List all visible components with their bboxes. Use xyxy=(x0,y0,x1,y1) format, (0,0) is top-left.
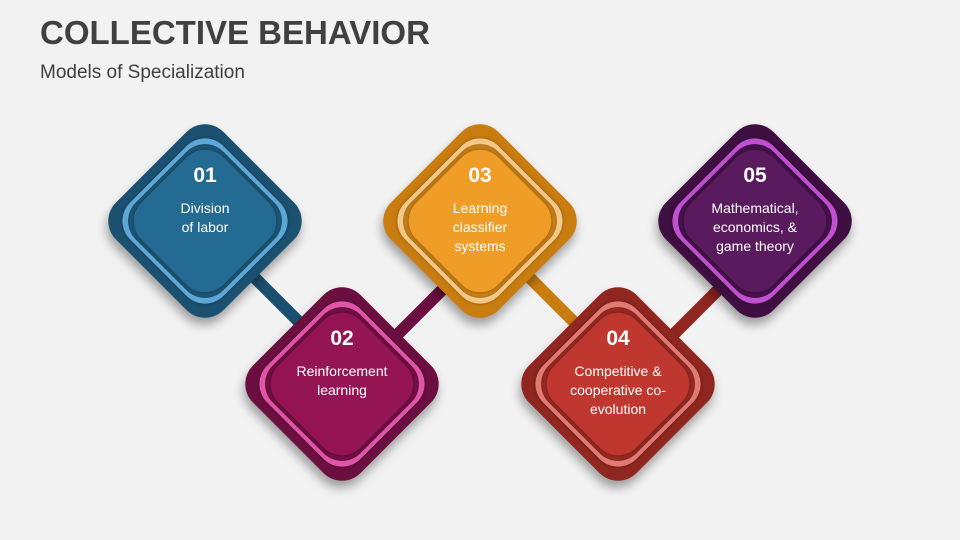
step-label: Competitive & cooperative co- evolution xyxy=(570,363,666,417)
step-node-01: 01 Division of labor xyxy=(95,111,315,331)
slide-title: COLLECTIVE BEHAVIOR xyxy=(40,14,430,51)
step-number: 04 xyxy=(606,327,630,350)
step-node-05: 05 Mathematical, economics, & game theor… xyxy=(645,111,865,331)
step-node-04: 04 Competitive & cooperative co- evoluti… xyxy=(508,274,728,494)
slide-subtitle: Models of Specialization xyxy=(40,62,245,83)
step-label: Division of labor xyxy=(180,200,230,235)
step-node-03: 03 Learning classifier systems xyxy=(370,111,590,331)
step-number: 05 xyxy=(743,164,767,187)
step-number: 01 xyxy=(193,164,217,187)
step-node-02: 02 Reinforcement learning xyxy=(232,274,452,494)
step-label: Learning classifier systems xyxy=(452,200,508,254)
step-number: 02 xyxy=(330,327,354,350)
step-number: 03 xyxy=(468,164,492,187)
step-label: Mathematical, economics, & game theory xyxy=(711,200,799,254)
step-label: Reinforcement learning xyxy=(296,363,388,398)
